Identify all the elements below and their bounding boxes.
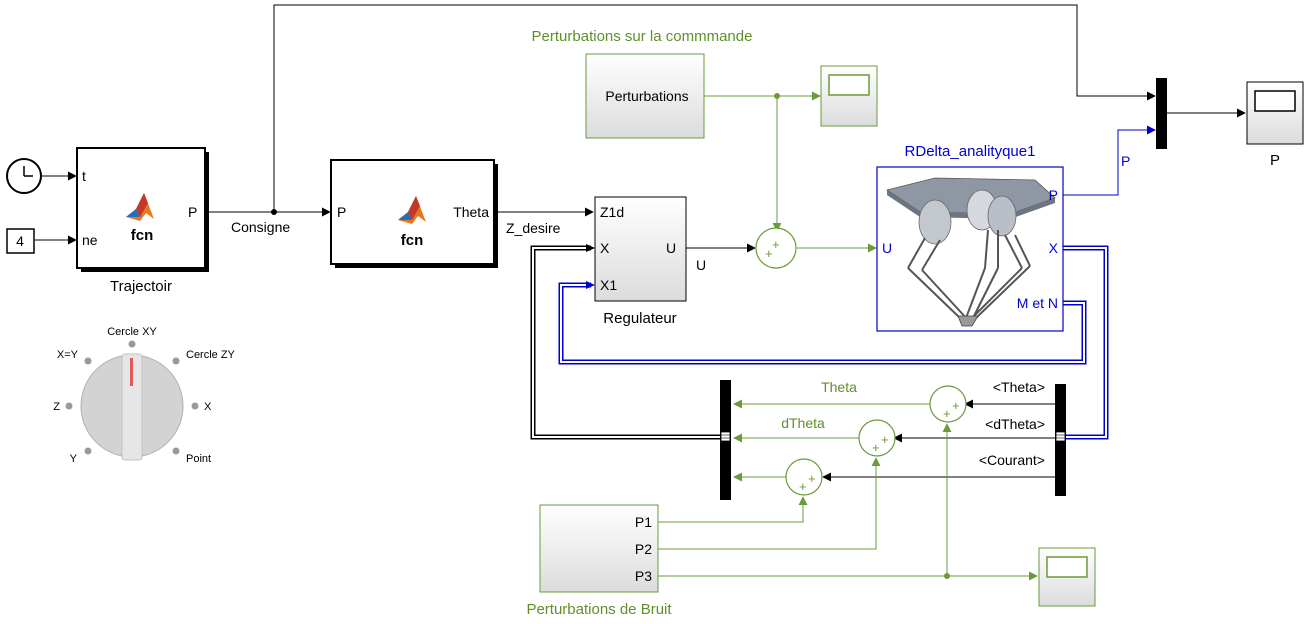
- sum-courant-plus-2: +: [799, 479, 807, 494]
- fcn2-port-theta: Theta: [453, 204, 489, 220]
- z-desire-label: Z_desire: [506, 220, 561, 236]
- robot-name: RDelta_analityque1: [905, 143, 1036, 160]
- scope-perturbations[interactable]: [820, 65, 878, 127]
- sum-dtheta-block[interactable]: + +: [858, 419, 896, 457]
- trajectoire-name: Trajectoir: [110, 278, 172, 295]
- bruit-name: Perturbations de Bruit: [526, 601, 672, 618]
- rotary-switch-handle[interactable]: [121, 353, 143, 461]
- sum-dtheta-plus-1: +: [881, 432, 889, 447]
- regulateur-port-x1: X1: [600, 277, 617, 293]
- clock-icon: [23, 166, 33, 177]
- perturbations-label: Perturbations: [605, 88, 688, 104]
- u-label: U: [696, 257, 706, 273]
- sum-u-plus-1: +: [765, 246, 773, 261]
- consigne-label: Consigne: [231, 219, 290, 235]
- rotary-label-x[interactable]: X: [204, 401, 212, 413]
- scope-p-name: P: [1270, 152, 1280, 169]
- bus-courant-label: <Courant>: [979, 452, 1045, 468]
- bus-to-regulateur-x[interactable]: [530, 245, 720, 440]
- bruit-port-p3: P3: [635, 568, 652, 584]
- robot-port-mn: M et N: [1017, 295, 1058, 311]
- dtheta-green-label: dTheta: [781, 415, 825, 431]
- p1-line[interactable]: [657, 496, 808, 523]
- perturbations-block[interactable]: Perturbations: [585, 53, 705, 139]
- clock-block[interactable]: [6, 158, 42, 194]
- regulateur-name: Regulateur: [603, 310, 676, 327]
- demux-block[interactable]: [1055, 384, 1066, 496]
- p2-line[interactable]: [657, 457, 881, 550]
- rotary-switch-pointer: [130, 358, 133, 386]
- perturbations-title: Perturbations sur la commmande: [532, 28, 753, 45]
- sum-u-plus-2: +: [772, 237, 780, 252]
- scope-bottom[interactable]: [1038, 547, 1096, 607]
- robot-p-to-mux-line[interactable]: [1063, 125, 1156, 196]
- robot-port-u: U: [882, 240, 892, 256]
- regulateur-port-u: U: [666, 240, 676, 256]
- bus-dtheta-label: <dTheta>: [985, 416, 1045, 432]
- consigne-branch-point: [271, 209, 277, 215]
- fcn2-func-label: fcn: [401, 232, 424, 249]
- green-signals: [657, 91, 1038, 581]
- p3-branch-point: [944, 573, 950, 579]
- black-signals: [35, 4, 1246, 482]
- bus-robot-x-to-demux[interactable]: [1058, 245, 1109, 440]
- delta-robot-icon: [886, 177, 1056, 327]
- rotary-label-point[interactable]: Point: [186, 453, 211, 465]
- fcn2-block[interactable]: P Theta fcn: [330, 159, 498, 268]
- regulateur-block[interactable]: Z1d X X1 U Regulateur: [594, 196, 687, 327]
- rotary-switch[interactable]: Cercle XY Cercle ZY X Point Y Z X=Y: [53, 326, 235, 465]
- rotary-label-z[interactable]: Z: [53, 401, 60, 413]
- fcn2-port-p: P: [337, 204, 346, 220]
- trajectoire-port-p: P: [188, 204, 197, 220]
- bus-arrow-x: [586, 244, 595, 252]
- bruit-block[interactable]: P1 P2 P3 Perturbations de Bruit: [526, 504, 672, 618]
- robot-block[interactable]: U P X M et N: [876, 166, 1064, 332]
- scope-icon: [1254, 90, 1296, 112]
- rotary-label-xy[interactable]: X=Y: [57, 349, 79, 361]
- sum-courant-block[interactable]: + +: [785, 458, 823, 496]
- rotary-position-dots: [65, 340, 199, 455]
- matlab-logo-icon: [126, 193, 154, 221]
- rotary-label-y[interactable]: Y: [70, 453, 78, 465]
- sum-courant-plus-1: +: [808, 471, 816, 486]
- sum-theta-block[interactable]: + +: [929, 385, 967, 423]
- trajectoire-port-ne: ne: [82, 232, 98, 248]
- perturbations-branch-point: [774, 93, 780, 99]
- consigne-to-mux-line[interactable]: [273, 4, 1156, 212]
- matlab-logo-icon: [398, 196, 426, 224]
- regulateur-port-x: X: [600, 240, 610, 256]
- bruit-port-p2: P2: [635, 541, 652, 557]
- sum-theta-plus-2: +: [943, 406, 951, 421]
- regulateur-port-z1d: Z1d: [600, 204, 624, 220]
- trajectoire-port-t: t: [82, 168, 86, 184]
- scope-p-block[interactable]: P: [1246, 81, 1304, 169]
- mux-bottom-block[interactable]: [720, 380, 731, 500]
- bus-mn-to-regulateur-x1[interactable]: [558, 282, 1087, 365]
- rotary-label-cercle-xy[interactable]: Cercle XY: [107, 326, 157, 338]
- trajectoire-block[interactable]: t ne P fcn Trajectoir: [76, 147, 209, 295]
- rotary-label-cercle-zy[interactable]: Cercle ZY: [186, 349, 236, 361]
- constant-block[interactable]: 4: [6, 228, 35, 254]
- bus-arrow-x1: [586, 281, 595, 289]
- robot-port-p: P: [1049, 187, 1058, 203]
- constant-value: 4: [16, 233, 24, 249]
- sum-dtheta-plus-2: +: [872, 440, 880, 455]
- bruit-port-p1: P1: [635, 514, 652, 530]
- sum-u-block[interactable]: + +: [755, 227, 797, 269]
- scope-icon: [1046, 556, 1088, 578]
- sum-theta-plus-1: +: [952, 398, 960, 413]
- p-signal-label: P: [1121, 153, 1130, 169]
- robot-port-x: X: [1049, 240, 1059, 256]
- scope-icon: [828, 74, 870, 96]
- bus-theta-label: <Theta>: [993, 379, 1045, 395]
- trajectoire-func-label: fcn: [131, 227, 154, 244]
- theta-green-label: Theta: [821, 379, 857, 395]
- mux-block[interactable]: [1156, 78, 1167, 149]
- blue-signals: [1063, 125, 1156, 196]
